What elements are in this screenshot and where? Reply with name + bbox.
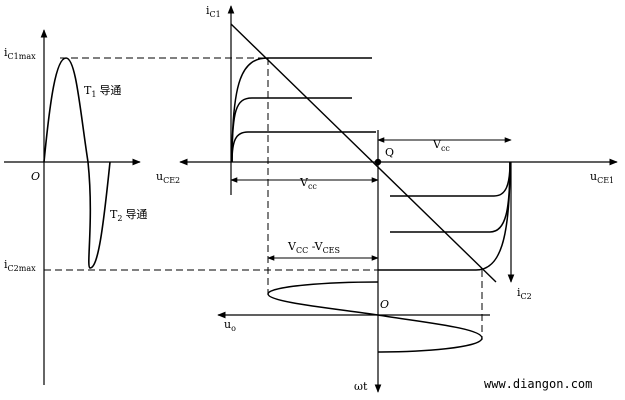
t1-characteristic-curve-2	[231, 97, 352, 163]
vcc-top-label: Vcc	[432, 138, 450, 153]
dashed-reference-lines	[44, 57, 483, 340]
q-operating-point	[374, 158, 382, 166]
t1-characteristic-curve-1	[231, 57, 372, 163]
ic2-axis-label: iC2	[517, 286, 532, 301]
uo-axis-label: uo	[224, 318, 236, 333]
t2-characteristic-curve-1	[390, 161, 511, 197]
watermark: www.diangon.com	[484, 377, 592, 391]
input-current-sine-curve	[43, 57, 111, 269]
ic1-axis-label: iC1	[206, 4, 221, 19]
vcc-minus-vces-label: VCC -VCES	[287, 240, 340, 255]
wt-axis-label: ωt	[354, 380, 368, 393]
uce1-axis-label: uCE1	[590, 170, 614, 185]
ac-load-line	[230, 23, 497, 283]
t1-characteristic-curve-3	[231, 131, 376, 163]
q-point-label: Q	[385, 146, 394, 159]
uce2-axis-label: uCE2	[156, 170, 180, 185]
left-waveform-panel	[4, 29, 141, 385]
t2-characteristic-curve-3	[378, 161, 511, 271]
left-origin-label: O	[31, 170, 40, 183]
middle-origin-label: O	[380, 298, 389, 311]
output-characteristics-panel	[179, 5, 618, 393]
ic2max-label: iC2max	[4, 258, 36, 273]
vcc-left-label: Vcc	[299, 176, 317, 191]
ic1max-label: iC1max	[4, 46, 36, 61]
output-voltage-waveform	[267, 281, 483, 353]
